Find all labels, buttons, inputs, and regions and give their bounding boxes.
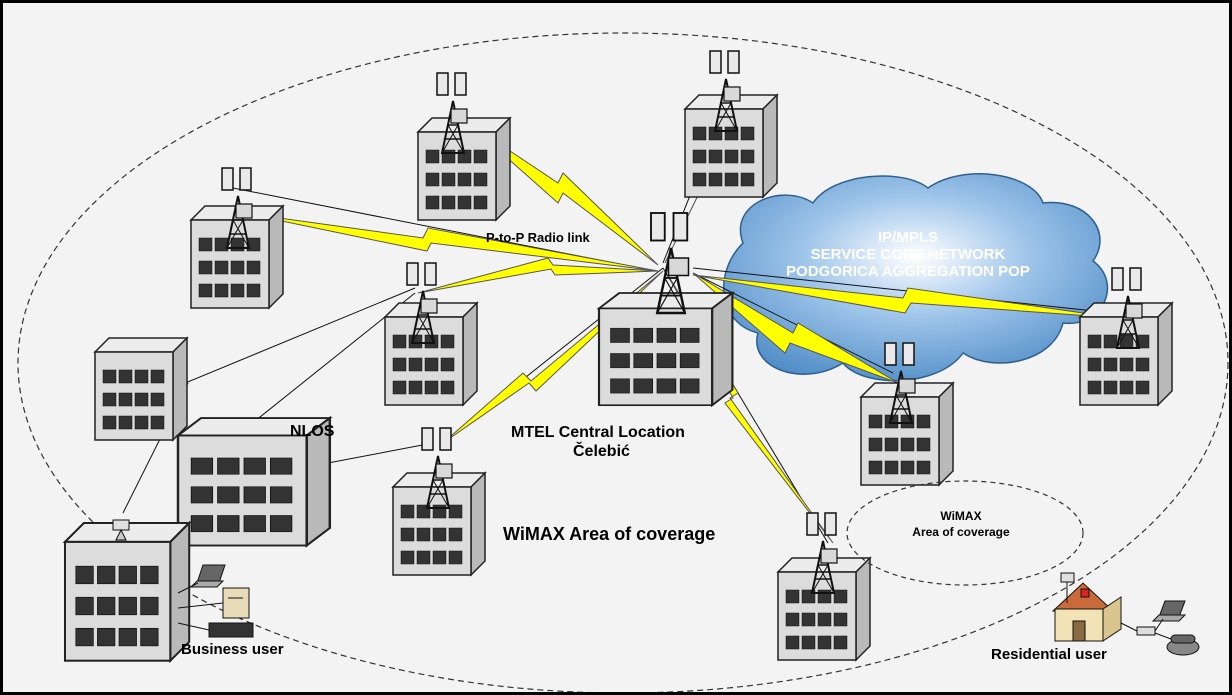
telephone-icon bbox=[1166, 634, 1200, 656]
coverage-area-ellipse bbox=[17, 32, 1229, 692]
lightning-link-icon bbox=[467, 122, 659, 266]
building-icon bbox=[94, 337, 188, 441]
modem-icon bbox=[1136, 626, 1156, 636]
small-wimax-label-line1: WiMAX bbox=[940, 509, 981, 523]
lightning-link-icon bbox=[667, 274, 834, 544]
building-icon bbox=[777, 557, 871, 661]
business-user-label: Business user bbox=[181, 641, 284, 658]
lightning-link-icon bbox=[417, 257, 659, 294]
residential-lan-links bbox=[1120, 618, 1172, 640]
cloud-label-line2: SERVICE CORE NETWORK bbox=[811, 246, 1006, 263]
ptp-link-label: P-to-P Radio link bbox=[486, 230, 591, 245]
laptop-icon bbox=[1151, 600, 1187, 622]
business-lan-links bbox=[177, 582, 224, 631]
small-coverage-ellipse bbox=[846, 480, 1084, 586]
cloud-label-line1: IP/MPLS bbox=[878, 229, 938, 246]
residential-user-label: Residential user bbox=[991, 646, 1107, 663]
building-icon bbox=[684, 94, 778, 198]
building-icon bbox=[190, 205, 284, 309]
building-icon bbox=[417, 117, 511, 221]
wimax-coverage-label: WiMAX Area of coverage bbox=[503, 524, 715, 544]
nlos-label: NLOS bbox=[290, 423, 335, 440]
building-icon bbox=[384, 302, 478, 406]
lightning-link-icon bbox=[242, 212, 659, 272]
server-icon bbox=[222, 587, 250, 619]
house-icon bbox=[1051, 582, 1122, 642]
laptop-icon bbox=[189, 564, 226, 588]
lightning-link-icon bbox=[442, 270, 664, 444]
small-wimax-label-line2: Area of coverage bbox=[912, 525, 1010, 539]
router-icon bbox=[208, 622, 254, 638]
antenna-icon bbox=[112, 519, 130, 541]
central-location-name: Čelebić bbox=[573, 441, 630, 460]
cloud-icon bbox=[722, 173, 1109, 382]
network-diagram: P-to-P Radio link IP/MPLS SERVICE CORE N… bbox=[17, 32, 1229, 692]
cloud-label-line3: PODGORICA AGGREGATION POP bbox=[786, 263, 1030, 280]
antenna-icon bbox=[1060, 572, 1075, 603]
building-icon bbox=[392, 472, 486, 576]
building-icon bbox=[63, 521, 191, 662]
central-location-label: MTEL Central Location bbox=[511, 424, 685, 441]
central-building-icon bbox=[597, 291, 734, 407]
